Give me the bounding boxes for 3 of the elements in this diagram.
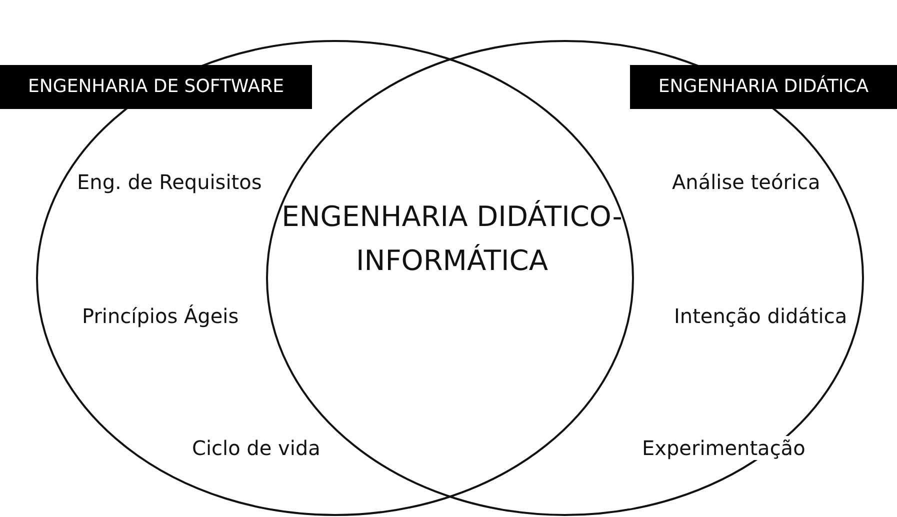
center-title: ENGENHARIA DIDÁTICO-INFORMÁTICA	[280, 199, 624, 279]
heading-band: ENGENHARIA DIDÁTICA	[630, 65, 897, 109]
heading-band: ENGENHARIA DE SOFTWARE	[0, 65, 312, 109]
